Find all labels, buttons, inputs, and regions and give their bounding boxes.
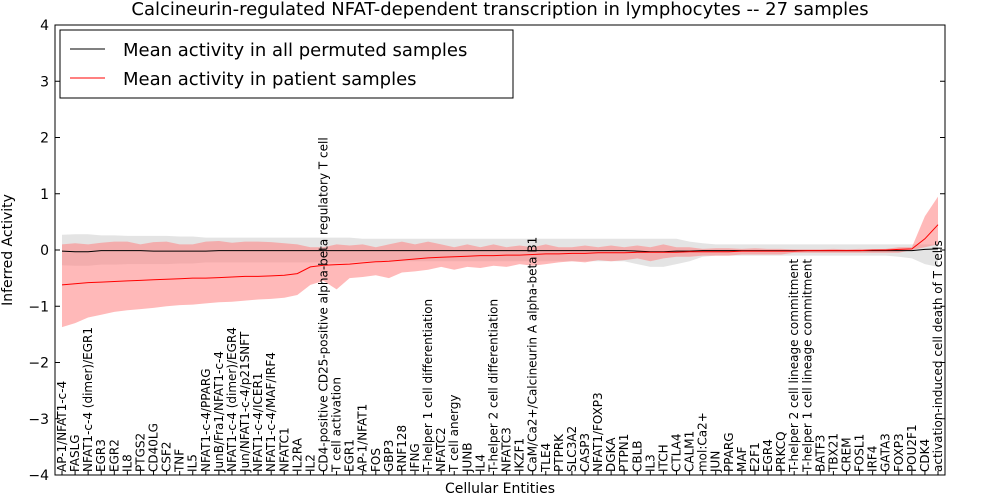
x-tick-label: FOS (369, 448, 383, 472)
x-tick-label: ITCH (656, 444, 670, 472)
x-tick-label: CD4-positive CD25-positive alpha-beta re… (317, 137, 331, 472)
x-tick-label: NFAT1-c-4/PPARG (199, 368, 213, 472)
x-tick-label: T-helper 1 cell differentiation (421, 299, 435, 473)
x-tick-label: NFAT1-c-4 (dimer)/EGR1 (81, 327, 95, 472)
legend-label-permuted: Mean activity in all permuted samples (123, 40, 467, 61)
x-tick-label: GATA3 (879, 433, 893, 472)
x-tick-label: CBLB (630, 440, 644, 472)
x-axis-label: Cellular Entities (445, 481, 555, 497)
x-tick-label: EGR2 (107, 439, 121, 472)
x-tick-label: NFAT1-c-4/MAF/IRF4 (264, 352, 278, 472)
x-tick-label: DGKA (604, 437, 618, 472)
x-tick-label: FOSL1 (853, 434, 867, 472)
x-tick-label: MAF (735, 446, 749, 472)
x-tick-label: CaM/Ca2+/Calcineurin A alpha-beta B1 (526, 237, 540, 472)
x-tick-label: PTGS2 (133, 433, 147, 472)
y-tick-label: −4 (28, 468, 49, 484)
x-tick-label: NFATC3 (500, 427, 514, 472)
x-tick-label: GBP3 (382, 440, 396, 472)
x-tick-label: SLC3A2 (565, 426, 579, 472)
x-tick-label: mol:Ca2+ (696, 412, 710, 472)
x-tick-label: IL8 (120, 454, 134, 472)
x-tick-label: T-helper 1 cell lineage commitment (800, 259, 814, 473)
x-tick-label: CSF2 (160, 441, 174, 472)
y-tick-label: −3 (28, 412, 49, 428)
x-tick-label: JUN (709, 451, 723, 473)
y-tick-label: 0 (40, 243, 49, 259)
x-tick-label: EGR3 (94, 439, 108, 472)
x-tick-label: CREM (840, 437, 854, 472)
x-tick-label: T cell activation (330, 377, 344, 473)
x-tick-label: T-helper 2 cell differentiation (487, 299, 501, 473)
x-tick-label: FOXP3 (892, 433, 906, 472)
x-tick-label: NFAT1/FOXP3 (591, 392, 605, 472)
x-tick-label: AP-1/NFAT1-c-4 (55, 381, 69, 472)
x-tick-label: CTLA4 (670, 433, 684, 472)
x-tick-label: FASLG (68, 434, 82, 472)
x-tick-label: IL3 (643, 454, 657, 472)
x-tick-label: JunB/Fra1/NFAT1-c-4 (212, 351, 226, 473)
y-tick-label: −1 (28, 299, 49, 315)
x-tick-label: TBX21 (826, 433, 840, 473)
x-tick-label: CALM1 (683, 431, 697, 472)
x-tick-label: NFATC1 (277, 427, 291, 472)
band-patient (62, 196, 938, 328)
x-tick-label: PPARG (722, 432, 736, 472)
x-tick-label: TLE4 (539, 443, 553, 473)
x-tick-label: IL2RA (290, 437, 304, 472)
x-tick-label: NFAT1-c-4/ICER1 (251, 373, 265, 472)
x-tick-label: EGR1 (343, 439, 357, 472)
x-tick-label: activation-induced cell death of T cells (931, 240, 945, 472)
y-tick-label: 4 (40, 18, 49, 34)
x-tick-label: NFATC2 (434, 427, 448, 472)
x-tick-label: T-helper 2 cell lineage commitment (787, 259, 801, 473)
x-tick-label: T cell anergy (447, 395, 461, 473)
x-tick-label: RNF128 (395, 425, 409, 472)
x-tick-label: E2F1 (748, 442, 762, 472)
x-tick-label: PTPN1 (617, 434, 631, 472)
x-tick-label: BATF3 (813, 435, 827, 472)
x-tick-label: POU2F1 (905, 424, 919, 472)
legend-box (59, 29, 514, 99)
chart-title: Calcineurin-regulated NFAT-dependent tra… (131, 0, 868, 20)
series-line-patient (61, 224, 939, 286)
legend-label-patient: Mean activity in patient samples (123, 69, 417, 90)
y-tick-label: 1 (40, 187, 49, 203)
x-tick-label: TNF (173, 449, 187, 473)
x-tick-label: IKZF1 (513, 438, 527, 472)
x-tick-label: IFNG (408, 443, 422, 472)
x-tick-label: CASP3 (578, 433, 592, 472)
y-axis-label: Inferred Activity (0, 194, 16, 306)
y-tick-label: 2 (40, 131, 49, 147)
x-tick-label: IRF4 (866, 446, 880, 472)
x-tick-label: IL5 (186, 454, 200, 472)
y-tick-label: 3 (40, 74, 49, 90)
x-tick-label: CD40LG (147, 423, 161, 472)
x-tick-label: PTPRK (552, 433, 566, 472)
x-tick-label: CDK4 (918, 439, 932, 472)
x-tick-label: AP-1/NFAT1 (356, 404, 370, 472)
x-tick-label: Jun/NFAT1-c-4/p21SNFT (238, 331, 252, 473)
y-tick-label: −2 (28, 356, 49, 372)
legend: Mean activity in all permuted samples Me… (59, 29, 514, 99)
x-tick-label: JUNB (460, 442, 474, 473)
x-tick-label: IL2 (303, 454, 317, 472)
x-tick-label: IL4 (473, 454, 487, 472)
x-tick-label: PRKCQ (774, 431, 788, 472)
x-tick-label: EGR4 (761, 439, 775, 472)
x-tick-label: NFAT1-c-4 (dimer)/EGR4 (225, 327, 239, 472)
